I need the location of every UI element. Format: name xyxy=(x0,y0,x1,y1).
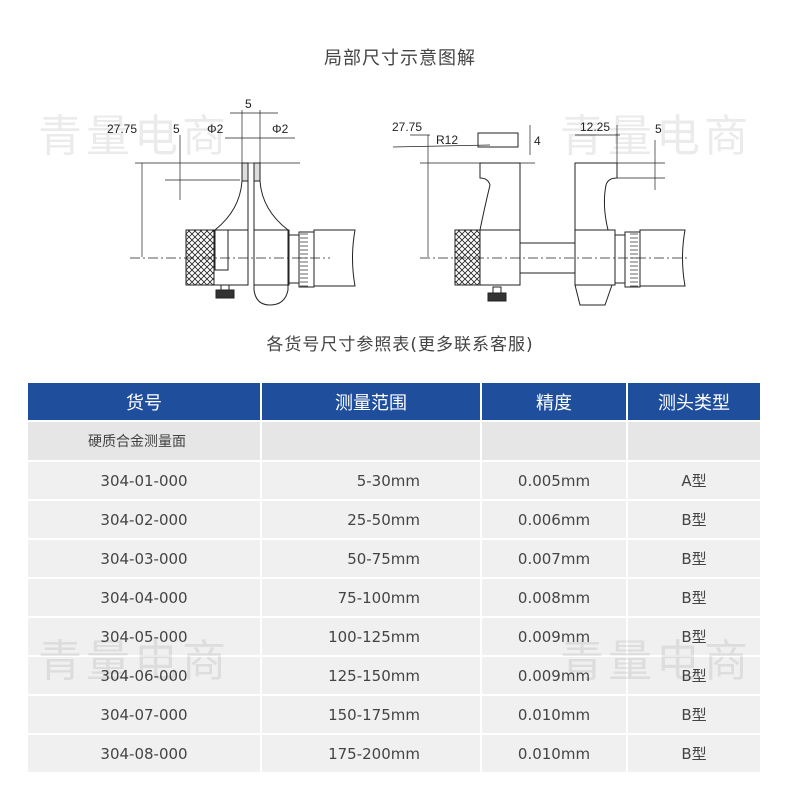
section-label: 硬质合金测量面 xyxy=(28,420,262,461)
cell-accuracy: 0.009mm xyxy=(481,616,628,656)
cell-accuracy: 0.010mm xyxy=(481,694,628,734)
type-b-drawing xyxy=(392,125,690,306)
cell-range: 50-75mm xyxy=(261,538,482,578)
dim-b-width: 12.25 xyxy=(580,120,610,134)
cell-accuracy: 0.008mm xyxy=(481,577,628,617)
dim-b-tip-length: 5 xyxy=(655,122,662,136)
table-header: 货号 测量范围 精度 测头类型 xyxy=(28,383,762,421)
cell-probe-type: B型 xyxy=(627,577,762,617)
dim-a-tip-length: 5 xyxy=(173,122,180,136)
cell-accuracy: 0.010mm xyxy=(481,733,628,772)
dim-a-gap: 5 xyxy=(245,97,252,111)
type-a-drawing xyxy=(130,110,356,306)
cell-accuracy: 0.007mm xyxy=(481,538,628,578)
cell-model: 304-05-000 xyxy=(28,616,262,656)
header-range: 测量范围 xyxy=(261,383,482,421)
cell-probe-type: B型 xyxy=(627,538,762,578)
page-title: 局部尺寸示意图解 xyxy=(324,48,476,69)
cell-range: 75-100mm xyxy=(261,577,482,617)
dim-a-phi-left: Φ2 xyxy=(207,122,224,136)
table-title: 各货号尺寸参照表(更多联系客服) xyxy=(266,335,534,355)
cell-accuracy: 0.005mm xyxy=(481,460,628,500)
cell-probe-type: B型 xyxy=(627,616,762,656)
header-model: 货号 xyxy=(28,383,262,421)
cell-range: 150-175mm xyxy=(261,694,482,734)
cell-model: 304-01-000 xyxy=(28,460,262,500)
cell-model: 304-08-000 xyxy=(28,733,262,772)
cell-probe-type: A型 xyxy=(627,460,762,500)
cell-range: 125-150mm xyxy=(261,655,482,695)
cell-model: 304-06-000 xyxy=(28,655,262,695)
header-probe-type: 测头类型 xyxy=(627,383,762,421)
dim-a-phi-right: Φ2 xyxy=(272,122,289,136)
cell-probe-type: B型 xyxy=(627,655,762,695)
cell-accuracy: 0.009mm xyxy=(481,655,628,695)
cell-range: 5-30mm xyxy=(261,460,482,500)
cell-probe-type: B型 xyxy=(627,694,762,734)
cell-accuracy: 0.006mm xyxy=(481,499,628,539)
cell-probe-type: B型 xyxy=(627,733,762,772)
dim-b-height: 27.75 xyxy=(392,120,422,134)
dim-a-height: 27.75 xyxy=(107,122,137,136)
cell-model: 304-02-000 xyxy=(28,499,262,539)
cell-range: 25-50mm xyxy=(261,499,482,539)
cell-range: 175-200mm xyxy=(261,733,482,772)
dimension-diagram: 27.75 5 5 Φ2 Φ2 27.75 R12 4 12.25 5 xyxy=(107,97,690,306)
cell-model: 304-03-000 xyxy=(28,538,262,578)
dim-b-thickness: 4 xyxy=(534,134,541,148)
dim-b-radius: R12 xyxy=(436,133,458,147)
cell-model: 304-04-000 xyxy=(28,577,262,617)
header-accuracy: 精度 xyxy=(481,383,628,421)
cell-range: 100-125mm xyxy=(261,616,482,656)
cell-model: 304-07-000 xyxy=(28,694,262,734)
section-row: 硬质合金测量面 xyxy=(28,420,762,461)
cell-probe-type: B型 xyxy=(627,499,762,539)
